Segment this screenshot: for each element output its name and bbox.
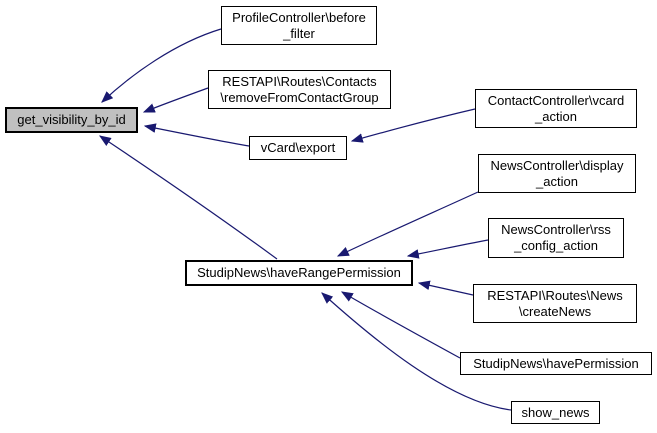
edge-restapi-createnews-to-haverangepermission <box>417 280 474 296</box>
node-restapi-routes-contacts-removefromcontactgroup[interactable]: RESTAPI\Routes\Contacts \removeFromConta… <box>208 70 391 109</box>
edge-vcard-export-to-get-visibility <box>143 123 250 147</box>
node-show-news[interactable]: show_news <box>511 401 600 424</box>
edge-news-rss-config-to-haverangepermission <box>406 239 489 259</box>
node-profilecontroller-before-filter[interactable]: ProfileController\before _filter <box>221 6 377 45</box>
node-studipnews-haverangepermission[interactable]: StudipNews\haveRangePermission <box>185 260 413 286</box>
edge-show-news-to-haverangepermission <box>321 292 512 411</box>
edge-haverangepermission-to-get-visibility <box>99 135 278 260</box>
node-restapi-routes-news-createnews[interactable]: RESTAPI\Routes\News \createNews <box>473 284 637 323</box>
node-contactcontroller-vcard-action[interactable]: ContactController\vcard _action <box>475 89 637 128</box>
edge-havepermission-to-haverangepermission <box>340 291 461 359</box>
node-newscontroller-display-action[interactable]: NewsController\display _action <box>478 154 636 193</box>
edge-contact-vcard-action-to-vcard-export <box>350 108 476 143</box>
node-newscontroller-rss-config-action[interactable]: NewsController\rss _config_action <box>488 218 624 258</box>
node-studipnews-havepermission[interactable]: StudipNews\havePermission <box>460 352 652 375</box>
edge-profile-before-filter-to-get-visibility <box>101 28 222 103</box>
edge-restapi-contacts-to-get-visibility <box>142 87 209 113</box>
node-get-visibility-by-id[interactable]: get_visibility_by_id <box>5 107 138 133</box>
node-vcard-export[interactable]: vCard\export <box>249 136 347 160</box>
edge-news-display-action-to-haverangepermission <box>336 191 479 257</box>
